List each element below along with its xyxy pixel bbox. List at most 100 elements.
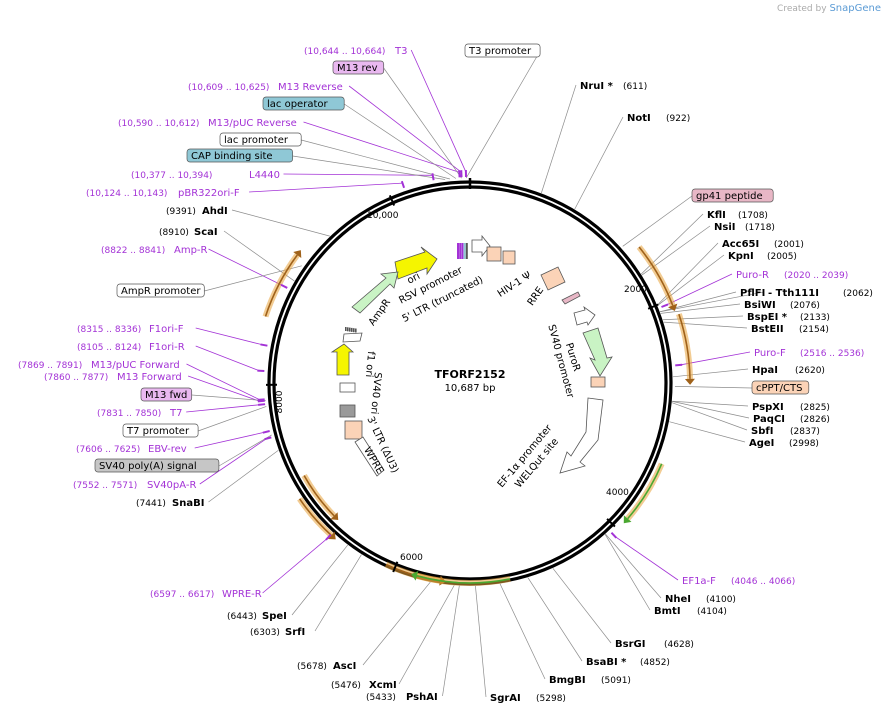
feature-box-background: [332, 60, 385, 75]
enzyme-site-agei[interactable]: AgeI(2998): [749, 438, 819, 449]
enzyme-site-bsteii[interactable]: BstEII(2154): [751, 324, 829, 335]
primer-name: EBV-rev: [148, 444, 187, 455]
primer-site-m13-puc-reverse[interactable]: M13/pUC Reverse(10,590 .. 10,612): [118, 118, 297, 129]
enzyme-site-scai[interactable]: ScaI(8910): [159, 227, 218, 238]
enzyme-name: PflFI: [740, 288, 765, 299]
enzyme-site-asci[interactable]: AscI(5678): [297, 661, 356, 672]
feature-box-lac-promoter[interactable]: lac promoter: [219, 132, 302, 147]
primer-site-pbr322ori-f[interactable]: pBR322ori-F (10,124 .. 10,143): [86, 188, 240, 199]
enzyme-site-bsabi[interactable]: BsaBI *(4852): [586, 657, 670, 668]
enzyme-site-ahdi[interactable]: AhdI(9391): [166, 206, 228, 217]
primer-name: F1ori-F: [149, 324, 184, 335]
tick-mark-6000: [392, 561, 399, 573]
primer-site-f1ori-f[interactable]: F1ori-F(8315 .. 8336): [77, 324, 184, 335]
orf-arrow: [262, 250, 302, 318]
enzyme-site-pshai[interactable]: PshAI(5433): [366, 692, 438, 703]
feature-box-t3-promoter[interactable]: T3 promoter: [464, 43, 541, 58]
enzyme-site-xcmi[interactable]: XcmI(5476): [331, 680, 397, 691]
tick-mark-10-000: [388, 195, 396, 206]
primer-position: (10,124 .. 10,143): [86, 189, 167, 199]
enzyme-site-tth111i[interactable]: - Tth111I(2062): [768, 288, 873, 299]
primer-site-f1ori-r[interactable]: F1ori-R(8105 .. 8124): [77, 342, 185, 353]
primer-leader-line: [410, 49, 467, 173]
enzyme-site-kfli[interactable]: KflI(1708): [707, 210, 768, 221]
enzyme-site-pflfi[interactable]: PflFI: [740, 288, 765, 299]
feature-box-cppt-cts[interactable]: cPPT/CTS: [751, 380, 810, 395]
primer-site-puro-r[interactable]: Puro-R(2020 .. 2039): [736, 270, 848, 281]
feature-box-background: [116, 283, 205, 298]
primer-site-l4440[interactable]: L4440(10,377 .. 10,394): [131, 170, 280, 181]
enzyme-site-noti[interactable]: NotI(922): [627, 113, 690, 124]
enzyme-site-paqci[interactable]: PaqCI(2826): [753, 414, 830, 425]
primer-site-m13-puc-forward[interactable]: M13/pUC Forward(7869 .. 7891): [18, 360, 180, 371]
enzyme-site-nsii[interactable]: NsiI(1718): [714, 222, 775, 233]
feature-stripe: [459, 243, 462, 259]
primer-tick: [260, 343, 268, 347]
tick-mark-4000: [606, 518, 616, 528]
enzyme-site-sbfi[interactable]: SbfI(2837): [751, 426, 820, 437]
feature-box-label: M13 fwd: [145, 390, 187, 401]
enzyme-site-spei[interactable]: SpeI (6443): [227, 611, 287, 622]
primer-name: Puro-R: [736, 270, 769, 281]
primer-leader-line: [194, 431, 265, 449]
primer-site-m13-forward[interactable]: M13 Forward(7860 .. 7877): [44, 372, 182, 383]
enzyme-site-pspxi[interactable]: PspXI(2825): [752, 402, 830, 413]
primer-site-m13-reverse[interactable]: M13 Reverse(10,609 .. 10,625): [188, 82, 343, 93]
enzyme-site-sgrai[interactable]: SgrAI(5298): [490, 693, 566, 704]
enzyme-position: (2837): [790, 427, 820, 437]
enzyme-site-bspei[interactable]: BspEI *(2133): [747, 312, 830, 323]
primer-site-amp-r[interactable]: Amp-R(8822 .. 8841): [101, 245, 208, 256]
rre-block: [540, 266, 566, 291]
enzyme-site-nrui[interactable]: NruI *(611): [580, 81, 647, 92]
feature-box-label: SV40 poly(A) signal: [99, 461, 197, 472]
snapgene-logo-text: SnapGene: [829, 3, 881, 14]
enzyme-leader-line: [660, 303, 741, 314]
enzyme-site-srfi[interactable]: SrfI(6303): [250, 627, 305, 638]
ori-feature: [394, 246, 438, 280]
enzyme-site-acc65i[interactable]: Acc65I(2001): [722, 239, 804, 250]
enzyme-name: HpaI: [752, 365, 778, 376]
enzyme-position: (1718): [745, 223, 775, 233]
primer-site-ef1a-f[interactable]: EF1a-F(4046 .. 4066): [682, 576, 795, 587]
enzyme-site-snabi[interactable]: SnaBI(7441): [136, 498, 204, 509]
enzyme-position: (7441): [136, 499, 166, 509]
feature-box-m13-fwd[interactable]: M13 fwd: [140, 387, 193, 402]
enzyme-site-bmgbi[interactable]: BmgBI(5091): [549, 675, 631, 686]
enzyme-site-kpni[interactable]: KpnI(2005): [728, 251, 797, 262]
feature-box-ampr-promoter[interactable]: AmpR promoter: [116, 283, 205, 298]
feature-box-label: gp41 peptide: [696, 191, 763, 202]
feature-box-m13-rev[interactable]: M13 rev: [332, 60, 385, 75]
feature-box-background: [262, 96, 345, 111]
feature-box-gp41-peptide[interactable]: gp41 peptide: [691, 188, 774, 203]
primer-tick: [400, 180, 406, 189]
enzyme-name: SpeI: [262, 611, 287, 622]
enzyme-name: PshAI: [406, 692, 438, 703]
enzyme-position: (6443): [227, 612, 257, 622]
enzyme-name: BspEI *: [747, 312, 788, 323]
feature-box-lac-operator[interactable]: lac operator: [262, 96, 345, 111]
feature-leader-line: [344, 103, 457, 179]
primer-leader-line: [262, 538, 328, 594]
feature-box-label: T3 promoter: [468, 46, 532, 57]
feature-box-sv40-poly-a-signal[interactable]: SV40 poly(A) signal: [94, 458, 220, 473]
enzyme-site-nhei[interactable]: NheI(4100): [665, 594, 736, 605]
primer-name: F1ori-R: [149, 342, 185, 353]
primer-site-puro-f[interactable]: Puro-F(2516 .. 2536): [754, 348, 864, 359]
enzyme-position: (2001): [774, 240, 804, 250]
primer-tick: [675, 363, 683, 367]
enzyme-site-bsiwi[interactable]: BsiWI(2076): [744, 300, 820, 311]
primer-leader-line: [665, 273, 733, 306]
feature-box-cap-binding-site[interactable]: CAP binding site: [186, 148, 293, 163]
primer-site-t3[interactable]: T3(10,644 .. 10,664): [304, 46, 407, 57]
primer-site-t7[interactable]: T7(7831 .. 7850): [97, 408, 182, 419]
enzyme-site-hpai[interactable]: HpaI(2620): [752, 365, 825, 376]
primer-site-sv40pa-r[interactable]: SV40pA-R(7552 .. 7571): [73, 480, 196, 491]
primer-site-ebv-rev[interactable]: EBV-rev(7606 .. 7625): [76, 444, 187, 455]
orf-arrow: [297, 497, 336, 540]
primer-name: pBR322ori-F: [178, 188, 240, 199]
primer-site-wpre-r[interactable]: WPRE-R(6597 .. 6617): [150, 589, 262, 600]
enzyme-site-bmti[interactable]: BmtI(4104): [654, 606, 727, 617]
feature-box-t7-promoter[interactable]: T7 promoter: [122, 423, 199, 438]
feature-box-background: [186, 148, 293, 163]
enzyme-site-bsrgi[interactable]: BsrGI(4628): [615, 639, 694, 650]
